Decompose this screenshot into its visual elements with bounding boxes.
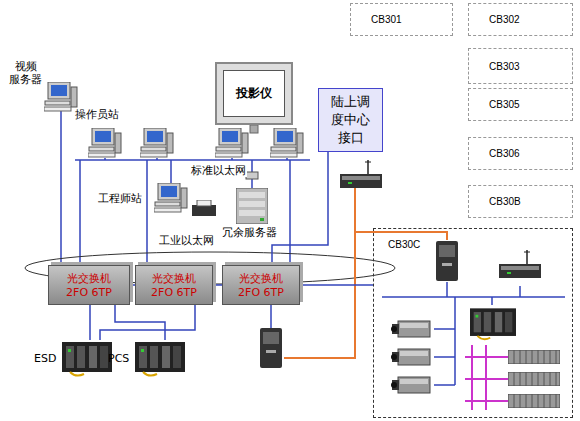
- node-text: CB30C: [388, 239, 558, 250]
- device-label: 工业以太网: [158, 234, 215, 247]
- node-text: CB303: [489, 61, 520, 72]
- device-label: 视频 服务器: [8, 60, 43, 86]
- node-text: CB301: [371, 14, 402, 25]
- interface-box: 陆上调度中心接口: [318, 88, 383, 152]
- node-text: 投影仪: [236, 85, 272, 102]
- area-box: CB30B: [468, 185, 573, 218]
- node-text: 陆上调度中心接口: [325, 93, 376, 147]
- node-text: 光交换机 2FO 6TP: [63, 271, 115, 299]
- device-label: 工程师站: [98, 192, 142, 205]
- node-text: 光交换机 2FO 6TP: [235, 271, 287, 299]
- area-region: CB30C: [373, 228, 573, 418]
- optical-switch: 光交换机 2FO 6TP: [135, 265, 213, 305]
- screen-face: 投影仪: [223, 70, 285, 117]
- area-box: CB305: [468, 88, 573, 121]
- node-text: CB30B: [489, 196, 521, 207]
- device-label: ESD: [34, 352, 56, 365]
- area-box: CB306: [468, 137, 573, 170]
- device-label: 冗余服务器: [222, 226, 277, 239]
- network-link: [300, 284, 373, 286]
- network-link: [272, 152, 328, 265]
- area-box: CB303: [468, 48, 573, 84]
- device-label: 操作员站: [75, 108, 119, 121]
- optical-switch: 光交换机 2FO 6TP: [222, 265, 300, 305]
- area-box: CB301: [350, 3, 453, 36]
- device-label: 标准以太网: [190, 164, 247, 177]
- projector-screen: 投影仪: [215, 62, 293, 125]
- node-text: CB302: [489, 14, 520, 25]
- area-box: CB302: [468, 3, 573, 36]
- node-text: CB305: [489, 99, 520, 110]
- network-link: [213, 284, 222, 286]
- node-text: 光交换机 2FO 6TP: [148, 271, 200, 299]
- optical-switch: 光交换机 2FO 6TP: [48, 265, 130, 305]
- device-label: PCS: [108, 352, 129, 365]
- node-text: CB306: [489, 148, 520, 159]
